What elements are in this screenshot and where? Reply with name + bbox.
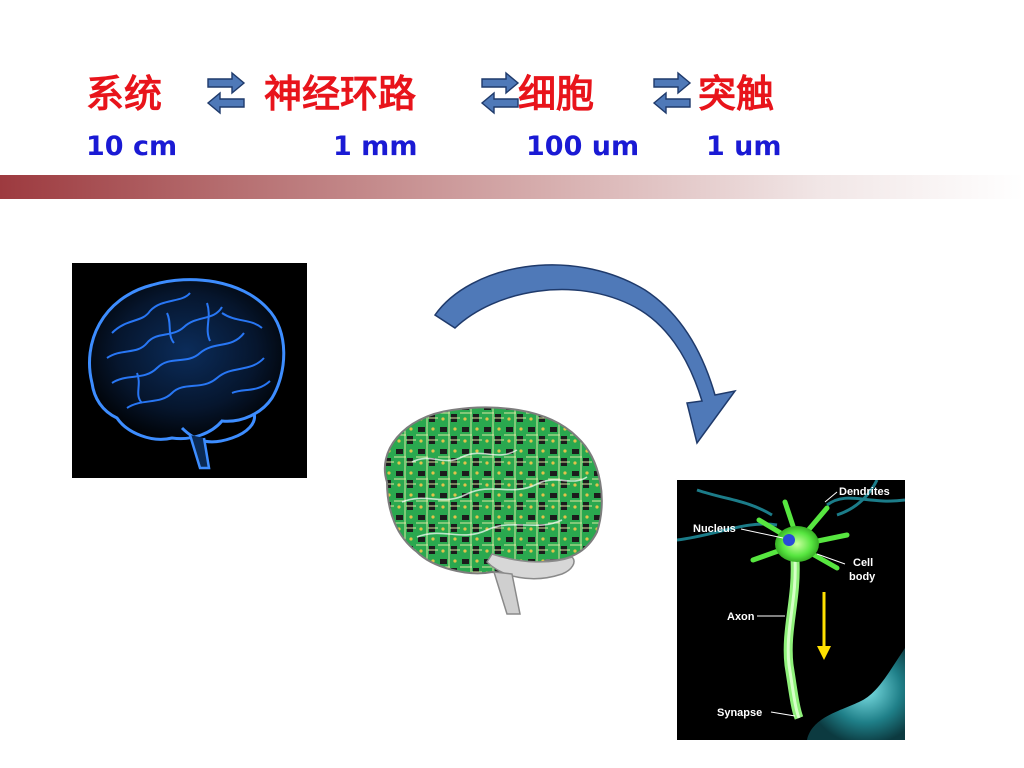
scale-synapse-value: 1 um [706,131,782,162]
label-dendrites: Dendrites [839,486,890,498]
level-system-label: 系统 [86,72,163,116]
double-arrow-icon [652,71,692,115]
brain-image [72,263,307,478]
level-cell-label: 细胞 [518,72,595,116]
double-arrow-icon [480,71,520,115]
circuit-brain-image [383,406,603,615]
level-synapse-label: 突触 [698,72,775,116]
scale-system-value: 10 cm [86,131,178,162]
level-circuit-label: 神经环路 [264,72,417,116]
label-body: body [849,571,876,583]
label-axon: Axon [727,611,755,623]
double-arrow-icon [206,71,246,115]
label-nucleus: Nucleus [693,523,736,535]
header-divider-bar [0,175,1024,199]
neuron-diagram: Dendrites Nucleus Cell body Axon Synapse [677,480,905,740]
curved-arrow-icon [433,264,737,445]
label-synapse: Synapse [717,707,762,719]
scale-cell-value: 100 um [526,131,640,162]
label-cell: Cell [853,557,873,569]
scale-circuit-value: 1 mm [333,131,418,162]
down-arrow-icon [817,592,831,660]
